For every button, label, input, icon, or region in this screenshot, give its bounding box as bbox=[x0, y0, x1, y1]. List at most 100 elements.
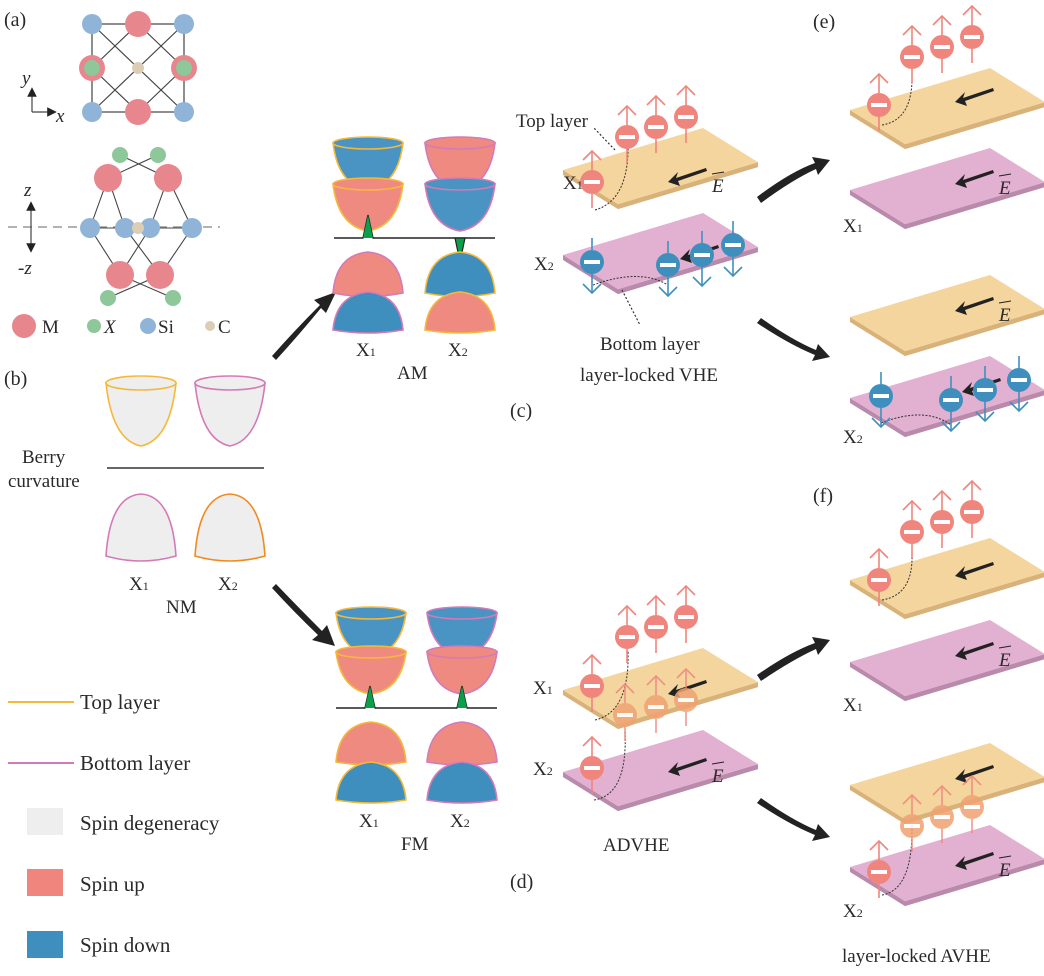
fm-valley2-label: X2 bbox=[450, 811, 470, 832]
panel-e-electron-down bbox=[973, 366, 997, 423]
panel-e-bottom-plate-surface bbox=[850, 148, 1044, 225]
panel-d-bottom-plate-surface bbox=[563, 730, 758, 807]
minus-sign bbox=[934, 520, 950, 524]
spin-up-arrowhead bbox=[617, 604, 637, 616]
fm-x2-berry-peak bbox=[457, 686, 467, 708]
field-arrow-head bbox=[955, 562, 994, 580]
atom-m bbox=[125, 99, 151, 125]
legend-bottom-layer-label: Bottom layer bbox=[80, 751, 190, 775]
minus-sign bbox=[904, 530, 920, 534]
fm-band-diagram: X1 X2 FM bbox=[335, 606, 498, 855]
am-valley1-label: X1 bbox=[356, 340, 376, 361]
am-x2-lower-spin-down bbox=[424, 183, 496, 232]
atoms-side-view bbox=[80, 147, 202, 306]
panel-d-bottom-plate-edge bbox=[563, 772, 618, 812]
spin-up-arrowhead bbox=[869, 547, 889, 559]
vector-mark bbox=[998, 173, 1012, 177]
panel-d-electron-up bbox=[580, 735, 604, 794]
electron-trajectory bbox=[593, 729, 626, 801]
atom-si bbox=[115, 218, 135, 238]
spin-up-arrowhead bbox=[869, 72, 889, 84]
electric-field-label: E bbox=[711, 176, 724, 197]
spin-up-arrowhead bbox=[902, 24, 922, 36]
panel-f-top-plate-edge bbox=[905, 572, 1044, 620]
am-x1-berry-peak bbox=[363, 215, 373, 238]
minus-sign bbox=[871, 870, 887, 874]
legend-atom-m-swatch bbox=[12, 314, 36, 338]
minus-sign bbox=[934, 45, 950, 49]
panel-c-electron-up bbox=[615, 104, 639, 163]
atom-m bbox=[146, 261, 174, 289]
spin-down-arrowhead bbox=[582, 283, 602, 295]
panel-e-electron-up bbox=[960, 4, 984, 63]
minus-sign bbox=[678, 115, 694, 119]
fm-x2-valence-upper bbox=[426, 721, 498, 766]
panel-f-top-plate bbox=[850, 538, 1044, 620]
spin-up-arrowhead bbox=[676, 667, 696, 679]
panel-e-electron-down bbox=[869, 372, 893, 429]
panel-e-bottom-plate-edge bbox=[905, 182, 1044, 230]
electric-field-arrow bbox=[955, 642, 994, 660]
vector-mark bbox=[998, 855, 1012, 859]
panel-f: (f) X1 X2 layer-locked AVHE bbox=[813, 485, 991, 967]
am-x1-valence-lower bbox=[332, 291, 404, 334]
xy-axes bbox=[27, 87, 57, 117]
arrow-d-to-f-top bbox=[757, 637, 830, 681]
spin-down-arrowhead bbox=[975, 411, 995, 423]
electric-field-label: E bbox=[998, 650, 1011, 671]
axis-neg-z-label: -z bbox=[18, 258, 32, 279]
panel-c-x1-label: X1 bbox=[563, 173, 583, 194]
atom-m bbox=[154, 164, 182, 192]
panel-f-bottom-plate-edge bbox=[850, 662, 905, 702]
electric-field-arrow bbox=[955, 562, 994, 580]
vector-mark bbox=[998, 300, 1012, 304]
electric-field-arrow bbox=[955, 852, 994, 870]
spin-up-arrowhead bbox=[646, 594, 666, 606]
panel-e-bottom-plate-2-edge bbox=[850, 398, 905, 438]
electric-field-arrow bbox=[668, 758, 707, 776]
spin-up-arrowhead bbox=[932, 489, 952, 501]
panel-e-electron-up bbox=[867, 72, 891, 131]
legend-spin-up-label: Spin up bbox=[80, 872, 145, 896]
am-title: AM bbox=[397, 363, 428, 384]
spin-up-arrowhead bbox=[582, 149, 602, 161]
arrow-c-to-e-top bbox=[757, 157, 830, 203]
panel-f-electron-up bbox=[867, 547, 891, 606]
bottom-layer-pointer bbox=[621, 289, 641, 326]
electric-field-arrow bbox=[955, 765, 994, 783]
atom-m bbox=[125, 11, 151, 37]
minus-sign bbox=[934, 815, 950, 819]
panel-f-x2-label: X2 bbox=[843, 901, 863, 922]
nm-valley1-label: X1 bbox=[129, 574, 149, 595]
arrow-nm-to-fm bbox=[272, 584, 335, 646]
panel-b: (b) Berry curvature X1 X2 NM bbox=[4, 368, 266, 618]
panel-e-top-plate-edge bbox=[850, 110, 905, 150]
panel-c: Top layer Bottom layer X1 X2 layer-locke… bbox=[510, 111, 718, 422]
electron-trajectory bbox=[592, 276, 669, 286]
panel-a: (a) y x bbox=[4, 9, 231, 338]
panel-c-bottom-plate-edge bbox=[618, 247, 758, 295]
spin-up-arrowhead bbox=[962, 774, 982, 786]
axis-x-label: x bbox=[55, 106, 65, 127]
am-valley2-label: X2 bbox=[448, 340, 468, 361]
atom-m bbox=[94, 164, 122, 192]
axis-y-label: y bbox=[20, 68, 31, 89]
minus-sign bbox=[619, 135, 635, 139]
legend-atom-m-label: M bbox=[42, 317, 59, 338]
panel-c-electron-up bbox=[580, 149, 604, 208]
panel-c-electron-down bbox=[580, 238, 604, 295]
panel-f-bottom-plate-edge bbox=[905, 654, 1044, 702]
electric-field-arrow bbox=[955, 170, 994, 188]
panel-d-electron-up-translucent bbox=[644, 674, 668, 733]
spin-up-arrowhead bbox=[676, 584, 696, 596]
vector-mark bbox=[711, 761, 725, 765]
legend-spin-up-swatch bbox=[27, 869, 63, 896]
atom-m bbox=[106, 261, 134, 289]
panel-c-electron-up bbox=[674, 84, 698, 143]
electric-field-label: E bbox=[998, 178, 1011, 199]
panel-d-x2-label: X2 bbox=[533, 759, 553, 780]
electron-trajectory bbox=[594, 139, 629, 211]
spin-down-arrowhead bbox=[692, 276, 712, 288]
field-arrow-head bbox=[955, 852, 994, 870]
panel-e-x1-label: X1 bbox=[843, 216, 863, 237]
